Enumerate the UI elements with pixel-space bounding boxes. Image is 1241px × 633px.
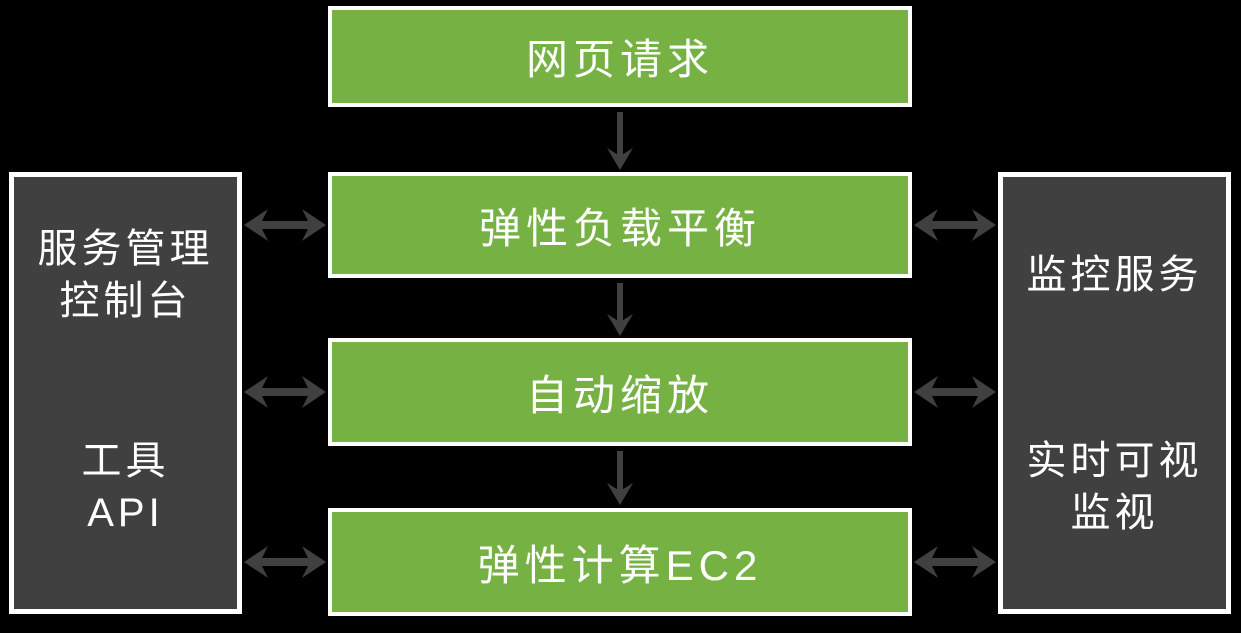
double-arrow-right-ec2	[914, 546, 996, 578]
node-elastic-load-balancing-label: 弹性负载平衡	[478, 204, 761, 252]
node-elastic-compute-ec2: 弹性计算EC2	[328, 508, 912, 616]
panel-right-subtitle-line2: 监视	[1070, 491, 1159, 535]
panel-left-title-line2: 控制台	[59, 279, 192, 323]
panel-left-subtitle: 工具 API	[14, 435, 237, 539]
panel-monitoring-service: 监控服务 实时可视 监视	[998, 172, 1231, 614]
double-arrow-left-auto-scaling	[244, 376, 326, 408]
node-web-request-label: 网页请求	[525, 36, 714, 83]
double-arrow-left-ec2	[244, 546, 326, 578]
double-arrow-left-load-balancer	[244, 209, 326, 241]
down-arrow-load-balancer-to-auto-scaling	[607, 283, 633, 336]
panel-right-title-line1: 监控服务	[1026, 253, 1203, 297]
double-arrow-right-load-balancer	[914, 209, 996, 241]
panel-left-subtitle-line1: 工具	[81, 439, 170, 483]
panel-right-title: 监控服务	[1003, 249, 1226, 301]
panel-right-subtitle-line1: 实时可视	[1026, 439, 1203, 483]
panel-left-subtitle-line2: API	[87, 491, 164, 535]
panel-service-management-console: 服务管理 控制台 工具 API	[9, 172, 242, 614]
down-arrow-web-request-to-load-balancer	[607, 112, 633, 170]
panel-right-subtitle: 实时可视 监视	[1003, 435, 1226, 539]
down-arrow-auto-scaling-to-ec2	[607, 451, 633, 505]
node-auto-scaling: 自动缩放	[328, 338, 912, 446]
node-elastic-load-balancing: 弹性负载平衡	[328, 172, 912, 278]
node-web-request: 网页请求	[328, 6, 912, 107]
panel-left-title-line1: 服务管理	[37, 227, 214, 271]
double-arrow-right-auto-scaling	[914, 376, 996, 408]
node-elastic-compute-ec2-label: 弹性计算EC2	[477, 541, 763, 589]
panel-left-title: 服务管理 控制台	[14, 223, 237, 327]
node-auto-scaling-label: 自动缩放	[525, 371, 714, 419]
